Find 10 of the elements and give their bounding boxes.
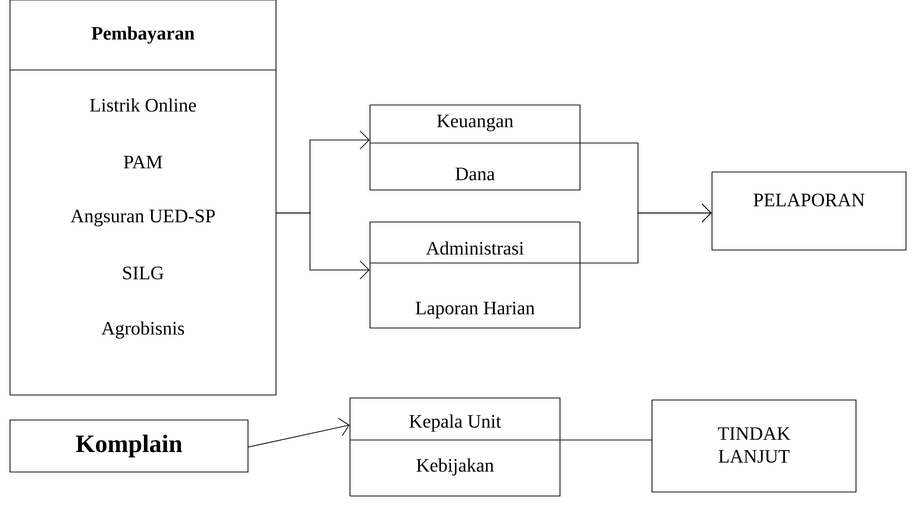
process-box: TINDAK LANJUT	[652, 400, 856, 492]
split-box: Kepala Unit Kebijakan	[350, 398, 560, 496]
process-box: PELAPORAN	[712, 172, 906, 250]
split-box: Keuangan Dana	[370, 104, 580, 190]
list-box: Pembayaran Listrik Online PAM Angsuran UED-SP SILG Agrobisnis	[10, 0, 276, 396]
arrow	[276, 212, 370, 280]
arrow	[248, 418, 350, 448]
process-box: Komplain	[10, 420, 248, 472]
arrow	[580, 204, 712, 264]
split-box: Administrasi Laporan Harian	[370, 222, 580, 328]
